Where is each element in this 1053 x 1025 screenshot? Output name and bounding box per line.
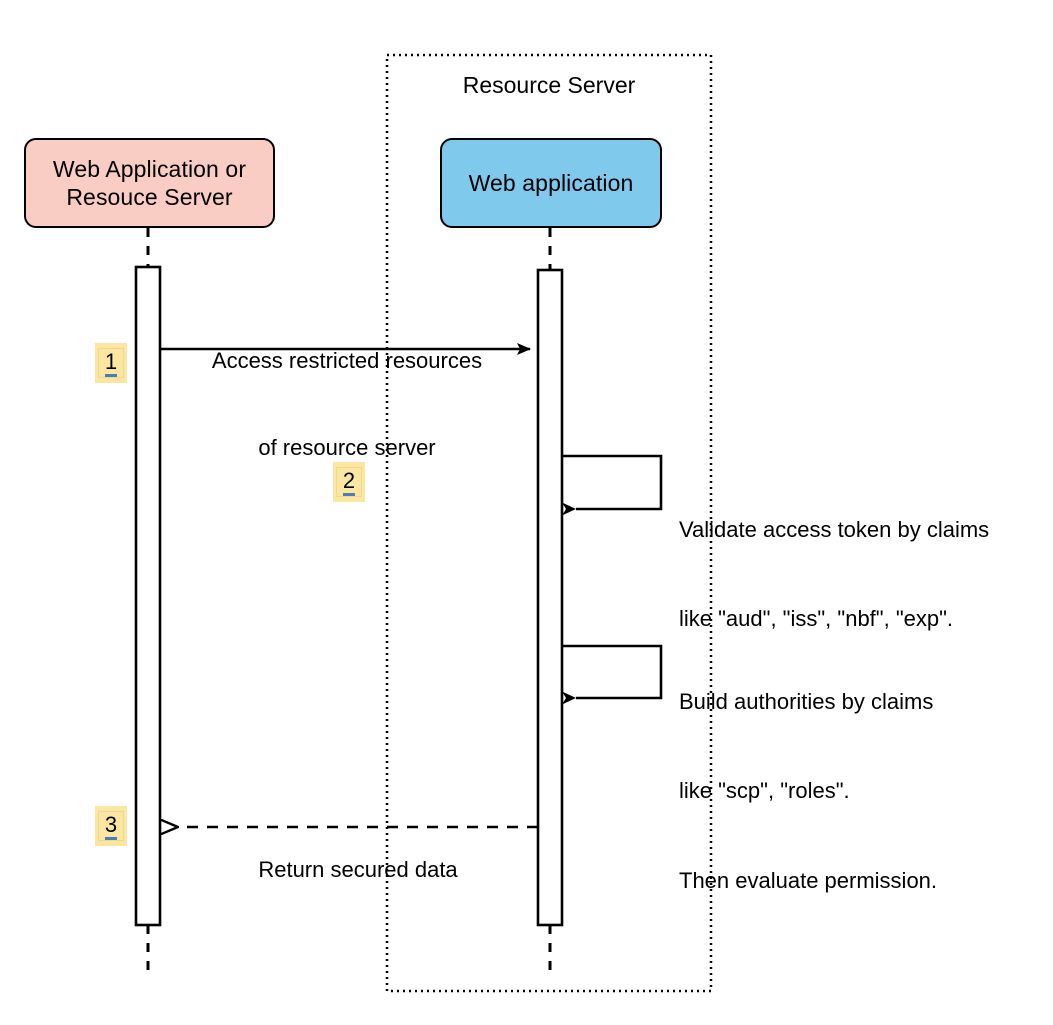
step-marker-3-underline [104, 837, 118, 841]
step-marker-1-underline [104, 374, 118, 378]
participant-client[interactable]: Web Application or Resouce Server [24, 138, 275, 228]
step-marker-1: 1 [95, 343, 127, 383]
note-build-line1: Build authorities by claims [679, 689, 934, 715]
participant-client-label-line2: Resouce Server [66, 184, 233, 210]
step-marker-2-underline [342, 493, 356, 497]
message-label-line1: Access restricted resources [211, 348, 483, 374]
group-frame-resource-server [385, 53, 713, 993]
step-marker-3-number: 3 [104, 811, 118, 837]
self-call-arrow-validate-access-token [562, 454, 663, 516]
step-marker-2: 2 [333, 462, 365, 502]
note-validate-line2: like "aud", "iss", "nbf", "exp". [679, 606, 954, 632]
message-label-access-restricted-resources: Access restricted resources of resource … [160, 288, 534, 520]
message-label-return-line1: Return secured data [258, 857, 458, 883]
group-title-resource-server: Resource Server [462, 72, 636, 98]
message-label-line2: of resource server [258, 435, 436, 461]
note-validate-access-token: Validate access token by claims like "au… [679, 456, 1039, 694]
participant-client-label: Web Application or Resouce Server [53, 155, 246, 211]
activation-bar-resource-web-app [536, 268, 564, 927]
participant-client-label-line1: Web Application or [52, 155, 247, 182]
step-marker-1-number: 1 [104, 348, 118, 374]
message-label-return-secured-data: Return secured data [178, 797, 538, 942]
step-marker-2-number: 2 [342, 467, 356, 493]
step-marker-3: 3 [95, 806, 127, 846]
step-marker-2-inner: 2 [335, 466, 363, 498]
step-marker-3-inner: 3 [97, 810, 125, 842]
note-build-line3: Then evaluate permission. [679, 867, 938, 893]
participant-resource-web-app[interactable]: Web application [440, 138, 662, 228]
activation-bar-client [134, 265, 162, 927]
note-build-line2: like "scp", "roles". [679, 778, 850, 804]
step-marker-1-inner: 1 [97, 347, 125, 379]
participant-resource-web-app-label: Web application [468, 169, 634, 196]
self-call-arrow-build-authorities [562, 644, 663, 705]
note-build-authorities: Build authorities by claims like "scp", … [679, 628, 1039, 955]
note-validate-line1: Validate access token by claims [679, 517, 990, 543]
